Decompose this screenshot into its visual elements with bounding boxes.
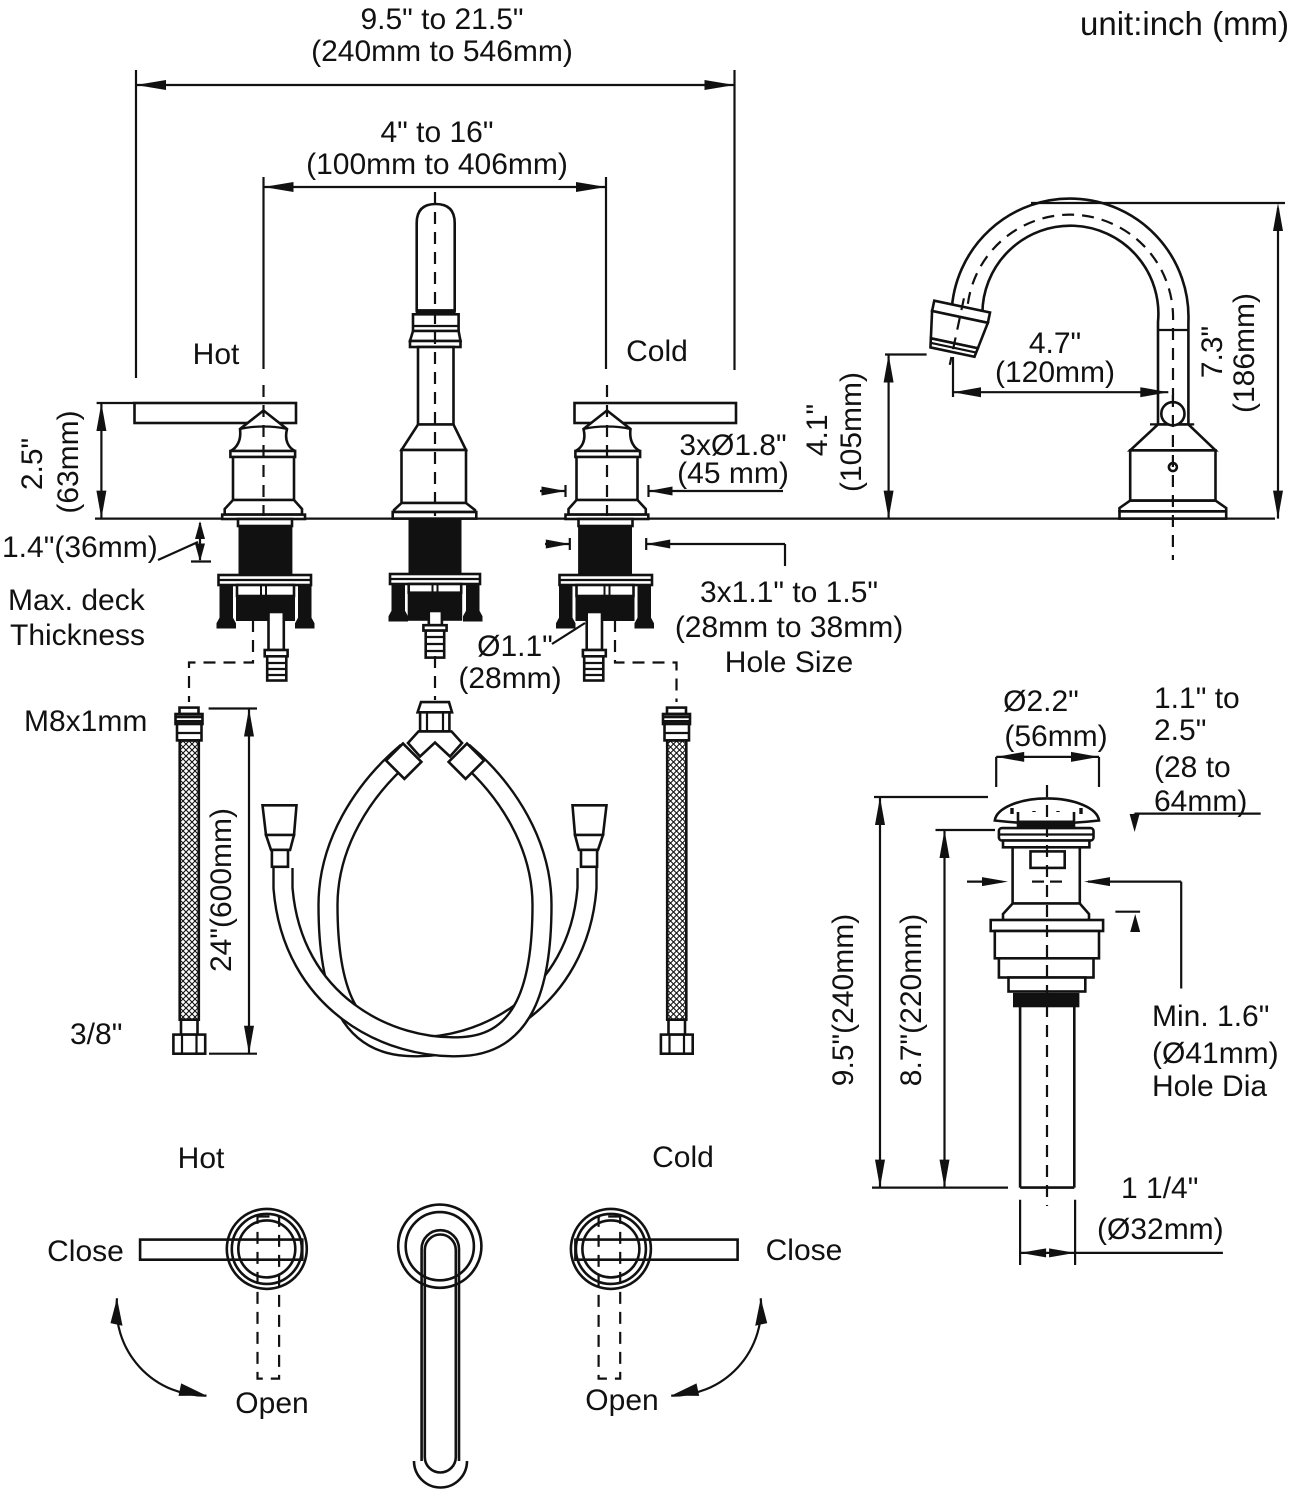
svg-text:3x1.1" to 1.5": 3x1.1" to 1.5" <box>700 576 878 609</box>
svg-text:8.7"(220mm): 8.7"(220mm) <box>895 914 928 1086</box>
svg-text:24"(600mm): 24"(600mm) <box>205 808 238 972</box>
svg-text:4.1": 4.1" <box>801 404 834 456</box>
svg-text:9.5"(240mm): 9.5"(240mm) <box>827 914 860 1086</box>
svg-text:Close: Close <box>766 1234 843 1267</box>
svg-text:Hot: Hot <box>178 1142 225 1175</box>
svg-text:Hole Dia: Hole Dia <box>1152 1070 1267 1103</box>
svg-text:Open: Open <box>585 1384 658 1417</box>
svg-text:Ø2.2": Ø2.2" <box>1003 685 1079 718</box>
svg-text:(Ø41mm): (Ø41mm) <box>1152 1037 1279 1070</box>
svg-text:Cold: Cold <box>626 335 688 368</box>
svg-text:Cold: Cold <box>652 1141 714 1174</box>
svg-text:Min. 1.6": Min. 1.6" <box>1152 1000 1269 1033</box>
svg-text:1 1/4": 1 1/4" <box>1121 1172 1198 1205</box>
svg-text:(186mm): (186mm) <box>1228 293 1261 413</box>
svg-text:M8x1mm: M8x1mm <box>24 705 147 738</box>
svg-text:(63mm): (63mm) <box>52 410 85 513</box>
svg-text:Hole Size: Hole Size <box>725 646 853 679</box>
svg-text:(240mm to 546mm): (240mm to 546mm) <box>311 35 573 68</box>
svg-text:(56mm): (56mm) <box>1004 720 1107 753</box>
svg-text:(100mm to 406mm): (100mm to 406mm) <box>306 148 568 181</box>
svg-text:(Ø32mm): (Ø32mm) <box>1097 1213 1224 1246</box>
svg-text:Max. deck: Max. deck <box>8 584 146 617</box>
svg-text:9.5" to 21.5": 9.5" to 21.5" <box>360 3 523 36</box>
svg-text:Open: Open <box>235 1387 308 1420</box>
svg-text:2.5": 2.5" <box>16 438 49 490</box>
svg-text:(28 to: (28 to <box>1154 751 1231 784</box>
svg-text:Close: Close <box>47 1235 124 1268</box>
svg-text:1.1" to: 1.1" to <box>1154 682 1240 715</box>
svg-text:7.3": 7.3" <box>1196 326 1229 378</box>
svg-text:3/8": 3/8" <box>70 1018 122 1051</box>
svg-text:4.7": 4.7" <box>1029 327 1081 360</box>
svg-text:Hot: Hot <box>193 338 240 371</box>
svg-text:4" to 16": 4" to 16" <box>380 116 493 149</box>
svg-text:unit:inch (mm): unit:inch (mm) <box>1080 5 1289 42</box>
svg-text:(105mm): (105mm) <box>835 372 868 492</box>
svg-text:(120mm): (120mm) <box>995 356 1115 389</box>
svg-text:Ø1.1": Ø1.1" <box>477 630 553 663</box>
svg-text:2.5": 2.5" <box>1154 714 1206 747</box>
svg-text:3xØ1.8": 3xØ1.8" <box>679 429 786 462</box>
svg-text:1.4"(36mm): 1.4"(36mm) <box>2 531 158 564</box>
svg-text:Thickness: Thickness <box>10 619 145 652</box>
svg-text:(28mm): (28mm) <box>458 662 561 695</box>
svg-text:(45 mm): (45 mm) <box>677 457 789 490</box>
svg-text:(28mm to 38mm): (28mm to 38mm) <box>675 611 903 644</box>
